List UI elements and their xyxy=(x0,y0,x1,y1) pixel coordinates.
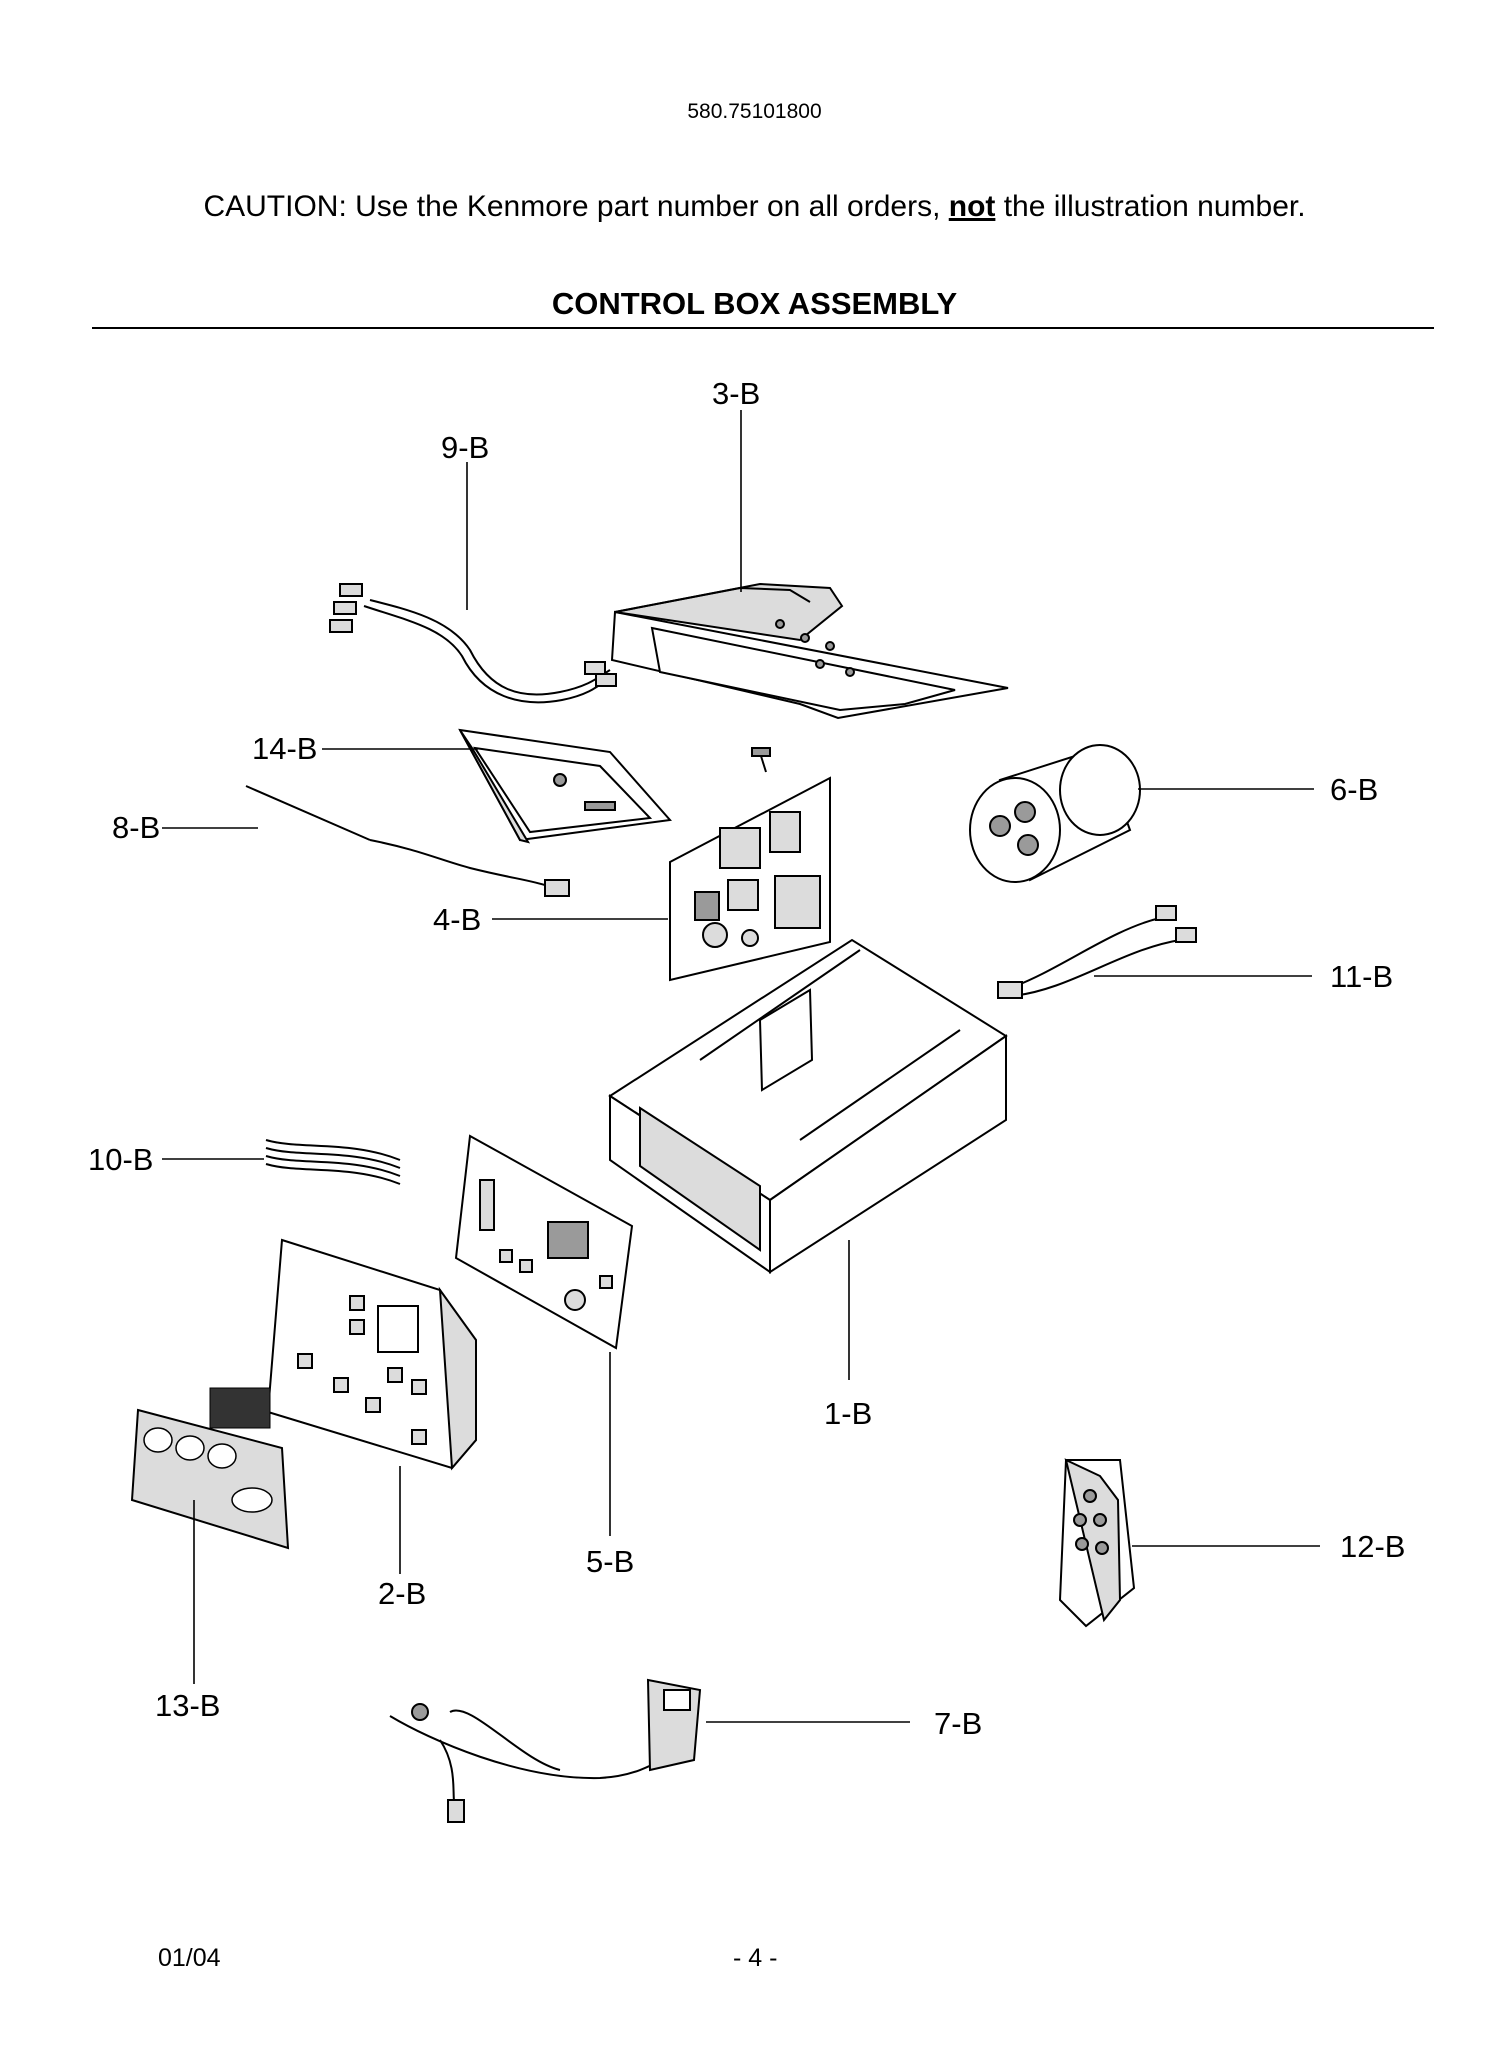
callout-1b: 1-B xyxy=(824,1396,872,1431)
callout-6b: 6-B xyxy=(1330,772,1378,807)
callout-13b: 13-B xyxy=(155,1688,220,1723)
callout-3b: 3-B xyxy=(712,376,760,411)
callout-labels: 3-B 9-B 14-B 8-B 6-B 4-B 11-B 10-B 1-B 5… xyxy=(88,376,1405,1741)
part-display-pcb xyxy=(454,1134,634,1350)
part-remote-control xyxy=(1058,1458,1136,1628)
caution-emphasis: not xyxy=(948,190,996,223)
part-jumper-wire-11b xyxy=(997,905,1197,999)
part-pcb-bracket xyxy=(458,728,672,844)
footer-date: 01/04 xyxy=(158,1944,221,1972)
model-number: 580.75101800 xyxy=(687,100,822,123)
part-sensor-wire-8b xyxy=(245,785,570,897)
part-power-cord xyxy=(389,1678,702,1823)
part-keypad-overlay xyxy=(130,1387,290,1550)
callout-14b: 14-B xyxy=(252,731,317,766)
caution-prefix: CAUTION: Use the Kenmore part number on … xyxy=(203,190,949,223)
callout-9b: 9-B xyxy=(441,430,489,465)
callout-leaders xyxy=(162,410,1320,1723)
section-title: CONTROL BOX ASSEMBLY xyxy=(551,286,958,321)
part-capacitor xyxy=(969,744,1141,883)
caution-suffix: the illustration number. xyxy=(995,190,1306,223)
callout-10b: 10-B xyxy=(88,1142,153,1177)
callout-7b: 7-B xyxy=(934,1706,982,1741)
part-main-pcb xyxy=(669,776,831,982)
part-wire-harness-9b xyxy=(329,583,617,704)
page-number: - 4 - xyxy=(733,1944,778,1972)
part-control-box-chassis xyxy=(608,938,1008,1274)
part-screw xyxy=(751,747,771,773)
caution-notice: CAUTION: Use the Kenmore part number on … xyxy=(0,190,1509,224)
callout-4b: 4-B xyxy=(433,902,481,937)
title-rule xyxy=(92,327,1434,329)
callout-2b: 2-B xyxy=(378,1576,426,1611)
part-front-panel xyxy=(266,1238,478,1471)
callout-8b: 8-B xyxy=(112,810,160,845)
callout-12b: 12-B xyxy=(1340,1529,1405,1564)
callout-11b: 11-B xyxy=(1330,959,1393,994)
part-cover-plate xyxy=(610,582,1009,720)
callout-5b: 5-B xyxy=(586,1544,634,1579)
part-ribbon-cable xyxy=(265,1139,401,1185)
